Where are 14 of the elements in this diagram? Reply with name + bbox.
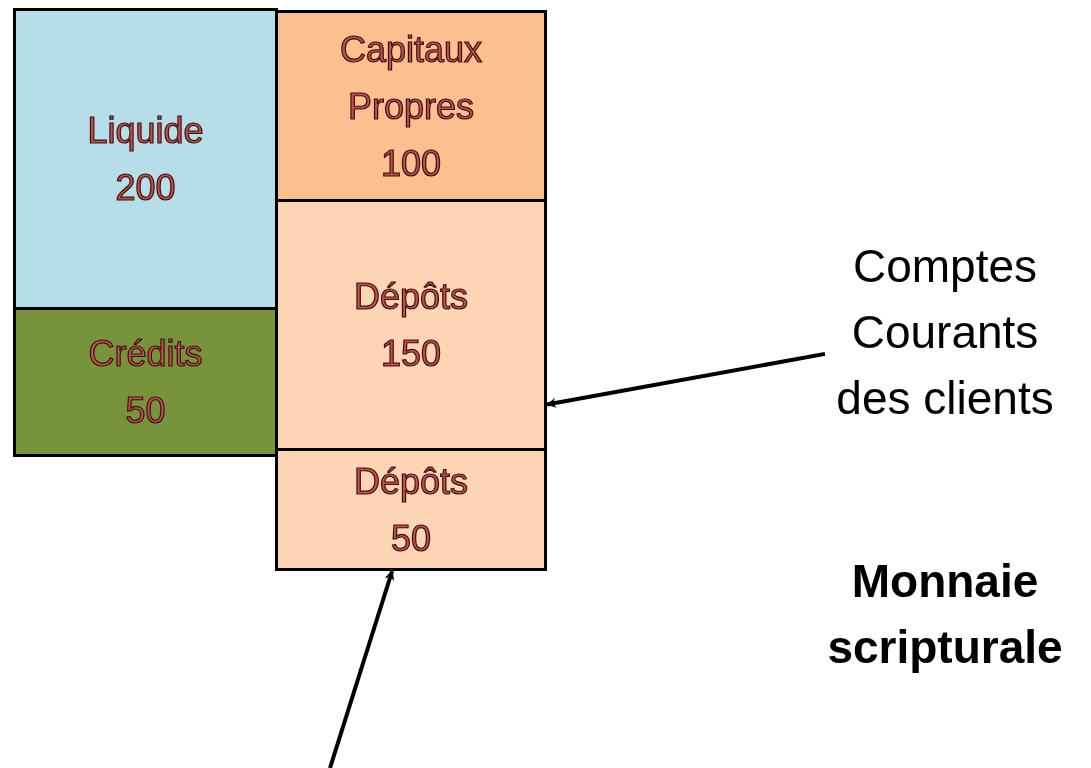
balance-block xyxy=(275,448,547,571)
block-label: Dépôts 50 xyxy=(352,459,470,561)
block-label: Liquide 200 xyxy=(86,109,205,210)
balance-block xyxy=(275,199,547,451)
balance-block xyxy=(13,8,278,310)
block-label: Dépôts 150 xyxy=(352,275,470,376)
balance-block xyxy=(275,10,547,202)
arrow xyxy=(546,351,826,408)
note-text: Monnaie scripturale xyxy=(826,554,1064,675)
arrow xyxy=(328,570,395,768)
annotation-text: Comptes Courants des clients xyxy=(825,233,1065,431)
balance-block xyxy=(13,307,278,457)
block-label: Crédits 50 xyxy=(87,332,204,433)
block-label: Capitaux Propres 100 xyxy=(338,27,484,186)
